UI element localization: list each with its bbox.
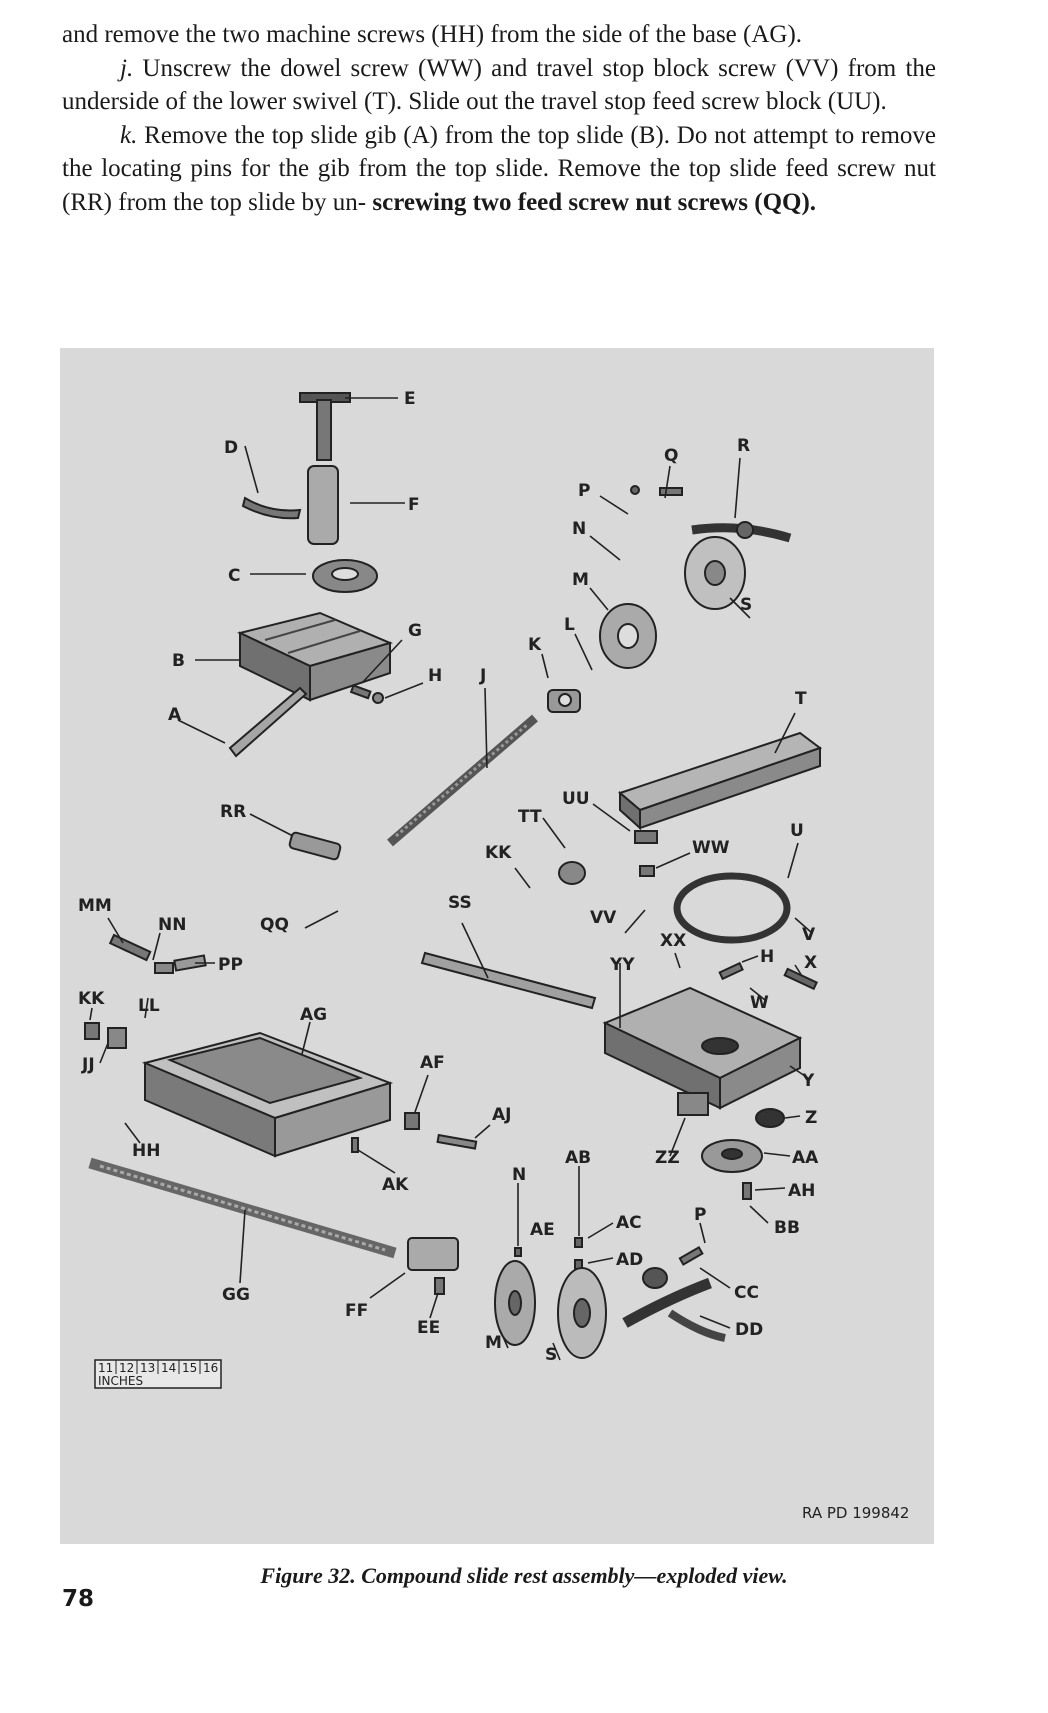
part-label: M: [572, 570, 589, 590]
part-label: G: [408, 621, 422, 641]
part-label: R: [737, 436, 750, 456]
part-label: AB: [565, 1148, 591, 1168]
paragraph-continued: and remove the two machine screws (HH) f…: [62, 21, 803, 48]
item-marker-k: k.: [120, 121, 138, 149]
paragraph-j: j. Unscrew the dowel screw (WW) and trav…: [62, 52, 936, 119]
part-label: AJ: [492, 1105, 511, 1125]
part-label: L: [564, 615, 575, 635]
part-label: H: [428, 666, 442, 686]
part-label: KK: [485, 843, 512, 863]
part-label: Y: [801, 1071, 815, 1091]
part-label: WW: [692, 838, 730, 858]
part-label: NN: [158, 915, 186, 935]
part-label: VV: [590, 908, 617, 928]
part-label: SS: [448, 893, 472, 913]
ruler-number: 11: [98, 1361, 113, 1375]
part-label: AA: [792, 1148, 819, 1168]
part-label: J: [479, 666, 486, 686]
part-label: AF: [420, 1053, 445, 1073]
part-label: F: [408, 495, 420, 515]
part-label: YY: [609, 955, 635, 975]
part-label: EE: [417, 1318, 440, 1338]
part-label: P: [694, 1205, 706, 1225]
part-label: U: [790, 821, 804, 841]
ruler-number: 15: [182, 1361, 197, 1375]
part-label: N: [512, 1165, 526, 1185]
part-illustrations: [84, 392, 823, 1359]
exploded-view-drawing: D E F C Q R P N M L K G H J B A S T UU R…: [78, 389, 909, 1522]
part-label: T: [795, 689, 807, 709]
ruler-number: 14: [161, 1361, 176, 1375]
page-number: 78: [62, 1586, 95, 1612]
part-label: AC: [616, 1213, 642, 1233]
part-label: N: [572, 519, 586, 539]
inch-ruler: 11 12 13 14 15 16 INCHES: [94, 1359, 222, 1389]
part-label: X: [804, 953, 817, 973]
part-label: CC: [734, 1283, 759, 1303]
part-label: GG: [222, 1285, 250, 1305]
part-label: S: [740, 595, 752, 615]
ruler-number: 16: [203, 1361, 218, 1375]
paragraph-k: k. Remove the top slide gib (A) from the…: [62, 119, 936, 220]
part-label: TT: [518, 807, 542, 827]
part-label: H: [760, 947, 774, 967]
part-label: KK: [78, 989, 105, 1009]
ruler-number: 13: [140, 1361, 155, 1375]
part-label: RR: [220, 802, 246, 822]
part-label: AD: [616, 1250, 643, 1270]
paragraph-j-text: Unscrew the dowel screw (WW) and travel …: [62, 54, 936, 116]
part-label: D: [224, 438, 238, 458]
part-label: M: [485, 1333, 502, 1353]
paragraph-k-text: Remove the top slide gib (A) from the to…: [62, 121, 936, 216]
part-label: V: [802, 925, 816, 945]
figure-reference-number: RA PD 199842: [802, 1504, 909, 1522]
figure-caption: Figure 32. Compound slide rest assembly—…: [260, 1563, 788, 1588]
paragraph-k-bold-text: screwing two feed screw nut screws (QQ).: [372, 188, 817, 216]
part-label: DD: [735, 1320, 763, 1340]
part-label: P: [578, 481, 590, 501]
part-label: BB: [774, 1218, 800, 1238]
part-label: W: [750, 993, 769, 1013]
body-text: and remove the two machine screws (HH) f…: [62, 18, 936, 219]
part-label: PP: [218, 955, 243, 975]
exploded-view-figure: D E F C Q R P N M L K G H J B A S T UU R…: [60, 348, 934, 1544]
part-label: FF: [345, 1301, 368, 1321]
ruler-number: 12: [119, 1361, 134, 1375]
part-label: LL: [138, 996, 160, 1016]
part-label: AK: [382, 1175, 409, 1195]
part-label: MM: [78, 896, 112, 916]
part-label: XX: [660, 931, 686, 951]
part-label: ZZ: [655, 1148, 680, 1168]
item-marker-j: j.: [120, 54, 134, 82]
part-label: JJ: [81, 1055, 95, 1075]
part-label: A: [168, 705, 182, 725]
part-label: Z: [805, 1108, 817, 1128]
part-label: AE: [530, 1220, 555, 1240]
part-label: UU: [562, 789, 590, 809]
part-label: HH: [132, 1141, 160, 1161]
part-label: S: [545, 1345, 557, 1365]
part-labels: D E F C Q R P N M L K G H J B A S T UU R…: [78, 389, 819, 1365]
part-label: E: [404, 389, 416, 409]
part-label: C: [228, 566, 240, 586]
leader-lines: [89, 397, 813, 1361]
ruler-unit: INCHES: [98, 1374, 143, 1388]
part-label: B: [172, 651, 185, 671]
part-label: Q: [664, 446, 678, 466]
part-label: QQ: [260, 915, 289, 935]
part-label: K: [528, 635, 542, 655]
part-label: AG: [300, 1005, 327, 1025]
part-label: AH: [788, 1181, 815, 1201]
